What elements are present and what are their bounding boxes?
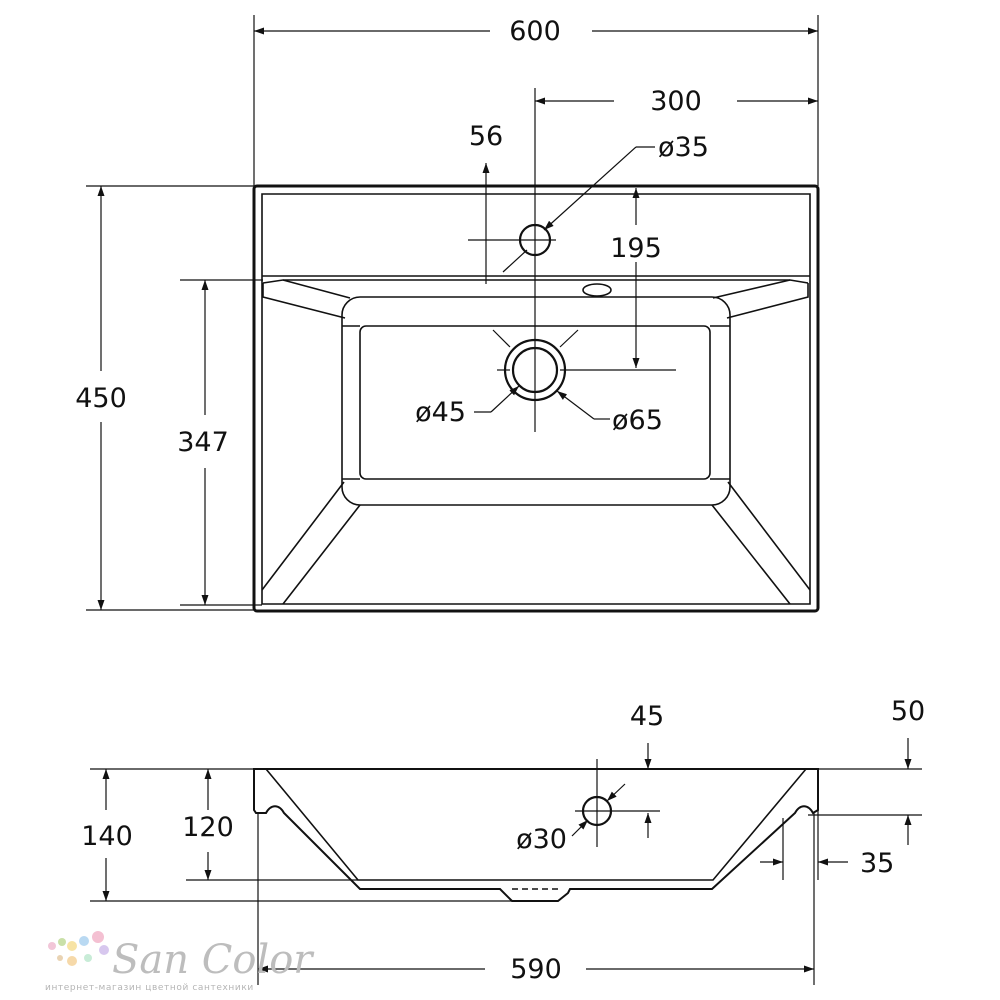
label-overall-width: 600 [509,16,561,47]
bowl-front-right-slope [711,481,811,605]
watermark: San Color интернет-магазин цветной санте… [45,931,315,993]
basin-profile-inner [265,768,807,881]
bowl-top-edge [262,279,809,284]
label-overall-depth: 450 [75,383,127,414]
label-half-width: 300 [650,86,702,117]
overflow-slot [582,283,612,297]
basin-outline [252,184,820,613]
basin-profile [253,768,819,902]
label-tap-hole: ø35 [658,132,709,163]
label-drain-inner: ø45 [415,397,466,428]
bowl-right-slope [712,279,809,319]
label-rim-height: 50 [891,696,925,727]
top-view [252,184,820,613]
basin-rim [261,193,811,605]
watermark-dots-icon [48,931,109,966]
label-rim-lip: 35 [860,848,894,879]
bowl-front-left-slope [261,481,361,605]
label-tap-offset: 56 [469,121,503,152]
watermark-tagline: интернет-магазин цветной сантехники [45,983,254,993]
dimension-labels: 600 300 56 ø35 195 450 347 ø45 ø65 45 50… [75,16,925,985]
side-view-dimensions [90,738,922,985]
label-bottom-width: 590 [510,954,562,985]
label-drain-outer: ø65 [612,405,663,436]
watermark-brand: San Color [112,937,315,983]
label-tap-to-drain: 195 [610,233,662,264]
label-overflow-offset: 45 [630,701,664,732]
label-overflow-hole: ø30 [516,824,567,855]
bowl-outer-edge [341,296,731,506]
label-bowl-height: 120 [182,812,234,843]
top-view-dimensions [86,15,819,611]
label-total-height: 140 [81,821,133,852]
label-bowl-depth: 347 [177,427,229,458]
bowl-left-slope [262,279,351,319]
